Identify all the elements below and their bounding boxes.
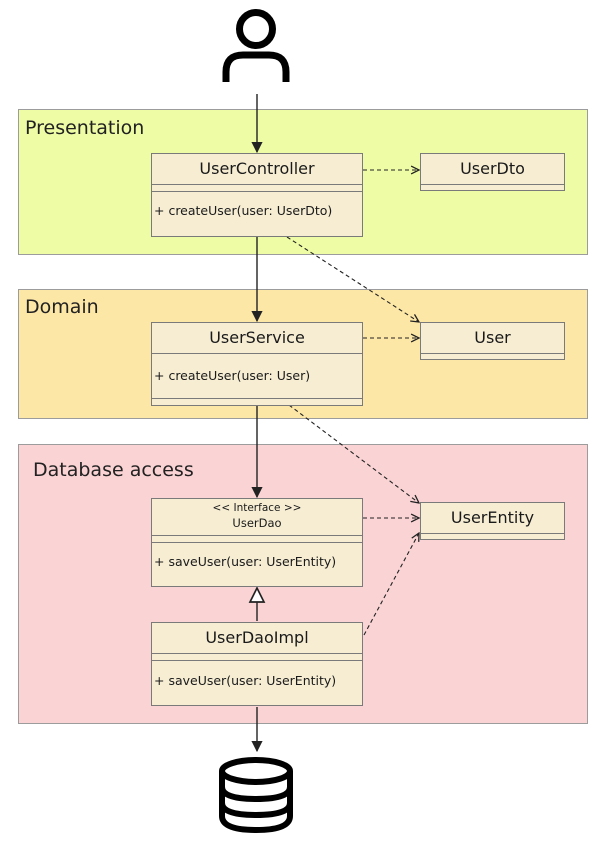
user-entity-divider: [421, 533, 564, 538]
user-icon: [222, 9, 290, 82]
user-dto-class[interactable]: UserDto: [420, 153, 565, 191]
user-dao-impl-name: UserDaoImpl: [152, 623, 362, 654]
user-entity-name: UserEntity: [450, 508, 535, 527]
domain-layer-title: Domain: [25, 296, 99, 318]
user-dao-header: << Interface >> UserDao: [152, 499, 362, 536]
user-dao-interface[interactable]: << Interface >> UserDao + saveUser(user:…: [151, 498, 363, 587]
user-class[interactable]: User: [420, 322, 565, 360]
controller-to-user-dashed: [286, 236, 419, 322]
user-controller-class[interactable]: UserController + createUser(user: UserDt…: [151, 153, 363, 237]
impl-to-entity-dashed: [363, 533, 419, 636]
user-service-footer-divider: [152, 398, 362, 404]
user-service-class[interactable]: UserService + createUser(user: User): [151, 322, 363, 406]
user-controller-operation: + createUser(user: UserDto): [154, 203, 333, 218]
user-dao-stereotype: << Interface >>: [212, 502, 302, 514]
user-dao-name: UserDao: [232, 516, 282, 530]
user-service-operation: + createUser(user: User): [154, 368, 311, 383]
user-name: User: [474, 328, 511, 347]
user-dao-operation: + saveUser(user: UserEntity): [154, 554, 337, 569]
user-dao-impl-attributes: [152, 654, 362, 661]
user-controller-attributes: [152, 185, 362, 192]
user-dto-divider: [421, 184, 564, 189]
user-controller-name: UserController: [152, 154, 362, 185]
user-divider: [421, 353, 564, 358]
user-dao-impl-class[interactable]: UserDaoImpl + saveUser(user: UserEntity): [151, 622, 363, 706]
user-service-name: UserService: [152, 323, 362, 354]
user-entity-class[interactable]: UserEntity: [420, 502, 565, 540]
database-icon: [219, 757, 293, 834]
presentation-layer-title: Presentation: [25, 117, 145, 139]
user-dto-name: UserDto: [460, 159, 525, 178]
user-dao-attributes: [152, 536, 362, 543]
user-dao-impl-operation: + saveUser(user: UserEntity): [154, 673, 337, 688]
service-to-entity-dashed: [288, 404, 419, 503]
database-access-layer-title: Database access: [33, 459, 194, 481]
